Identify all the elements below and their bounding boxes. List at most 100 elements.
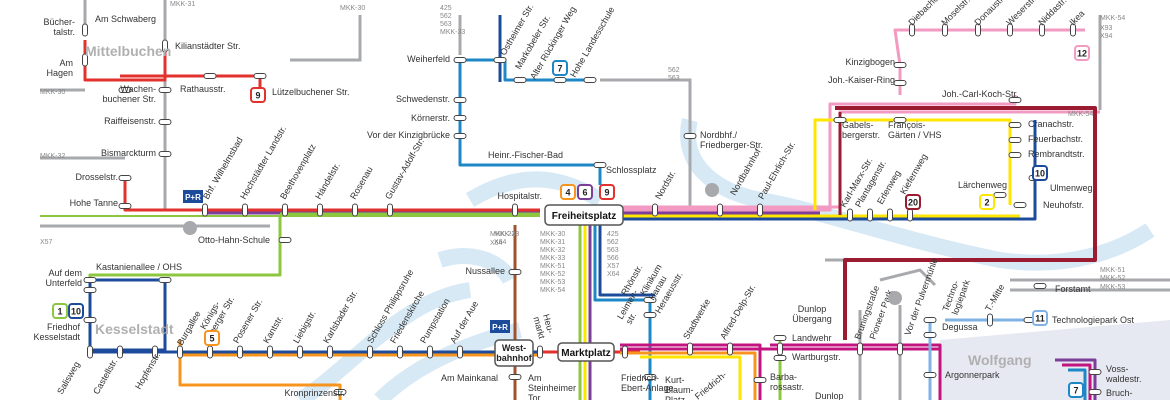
stop-marker[interactable]: [683, 133, 697, 139]
stop-marker[interactable]: [162, 39, 168, 53]
stop-marker[interactable]: [282, 203, 288, 217]
stop-marker[interactable]: [643, 374, 657, 380]
stop-marker[interactable]: [777, 342, 783, 356]
stop-marker[interactable]: [118, 175, 132, 181]
stop-marker[interactable]: [457, 345, 463, 359]
line-badge-1[interactable]: 1: [52, 303, 68, 319]
stop-marker[interactable]: [942, 23, 948, 37]
line-badge-7[interactable]: 7: [552, 60, 568, 76]
stop-marker[interactable]: [537, 345, 543, 359]
stop-marker[interactable]: [158, 151, 172, 157]
stop-marker[interactable]: [82, 53, 88, 67]
line-badge-12[interactable]: 12: [1074, 45, 1090, 61]
stop-marker[interactable]: [993, 192, 1007, 198]
stop-marker[interactable]: [857, 342, 863, 356]
line-badge-9[interactable]: 9: [250, 87, 266, 103]
stop-marker[interactable]: [427, 345, 433, 359]
stop-marker[interactable]: [893, 117, 907, 123]
stop-marker[interactable]: [897, 342, 903, 356]
stop-marker[interactable]: [1008, 122, 1022, 128]
stop-marker[interactable]: [1013, 202, 1027, 208]
stop-marker[interactable]: [493, 57, 507, 63]
stop-marker[interactable]: [242, 203, 248, 217]
stop-marker[interactable]: [317, 203, 323, 217]
stop-marker[interactable]: [923, 332, 937, 338]
stop-marker[interactable]: [887, 208, 893, 222]
hub-freiheitsplatz[interactable]: Freiheitsplatz: [544, 204, 624, 226]
stop-marker[interactable]: [907, 208, 913, 222]
stop-marker[interactable]: [833, 117, 847, 123]
stop-marker[interactable]: [1008, 137, 1022, 143]
stop-marker[interactable]: [1039, 23, 1045, 37]
stop-marker[interactable]: [202, 203, 208, 217]
stop-marker[interactable]: [1088, 369, 1102, 375]
stop-marker[interactable]: [83, 317, 97, 323]
stop-marker[interactable]: [773, 355, 787, 361]
stop-marker[interactable]: [508, 269, 522, 275]
stop-marker[interactable]: [717, 203, 723, 217]
stop-marker[interactable]: [622, 345, 628, 359]
stop-marker[interactable]: [297, 345, 303, 359]
stop-marker[interactable]: [1008, 152, 1022, 158]
stop-marker[interactable]: [757, 203, 763, 217]
stop-marker[interactable]: [118, 203, 132, 209]
stop-marker[interactable]: [83, 287, 97, 293]
line-badge-11[interactable]: 11: [1032, 310, 1048, 326]
stop-marker[interactable]: [643, 312, 657, 318]
stop-marker[interactable]: [923, 317, 937, 323]
stop-marker[interactable]: [893, 80, 907, 86]
stop-marker[interactable]: [267, 345, 273, 359]
line-badge-2[interactable]: 2: [979, 194, 995, 210]
stop-marker[interactable]: [1008, 97, 1022, 103]
stop-marker[interactable]: [352, 203, 358, 217]
stop-marker[interactable]: [152, 345, 158, 359]
stop-marker[interactable]: [652, 203, 658, 217]
stop-marker[interactable]: [1070, 23, 1076, 37]
hub-marktplatz[interactable]: Marktplatz: [557, 342, 615, 362]
stop-marker[interactable]: [1033, 283, 1047, 289]
line-badge-7[interactable]: 7: [1068, 382, 1084, 398]
stop-marker[interactable]: [237, 345, 243, 359]
stop-marker[interactable]: [508, 374, 522, 380]
stop-marker[interactable]: [453, 97, 467, 103]
stop-marker[interactable]: [333, 389, 347, 395]
line-badge-9[interactable]: 9: [599, 184, 615, 200]
stop-marker[interactable]: [583, 77, 597, 83]
stop-marker[interactable]: [367, 345, 373, 359]
line-badge-10[interactable]: 10: [68, 303, 84, 319]
stop-marker[interactable]: [867, 208, 873, 222]
stop-marker[interactable]: [177, 345, 183, 359]
stop-marker[interactable]: [593, 162, 607, 168]
stop-marker[interactable]: [158, 277, 172, 283]
stop-marker[interactable]: [513, 77, 527, 83]
stop-marker[interactable]: [923, 372, 937, 378]
stop-marker[interactable]: [158, 87, 172, 93]
stop-marker[interactable]: [117, 345, 123, 359]
stop-marker[interactable]: [687, 342, 693, 356]
stop-marker[interactable]: [453, 133, 467, 139]
line-badge-6[interactable]: 6: [577, 184, 593, 200]
stop-marker[interactable]: [453, 57, 467, 63]
stop-marker[interactable]: [453, 115, 467, 121]
line-badge-4[interactable]: 4: [560, 184, 576, 200]
line-badge-20[interactable]: 20: [905, 194, 921, 210]
stop-marker[interactable]: [82, 23, 88, 37]
stop-marker[interactable]: [909, 23, 915, 37]
stop-marker[interactable]: [753, 377, 767, 383]
stop-marker[interactable]: [387, 203, 393, 217]
stop-marker[interactable]: [893, 62, 907, 68]
stop-marker[interactable]: [847, 208, 853, 222]
stop-marker[interactable]: [207, 345, 213, 359]
stop-marker[interactable]: [327, 345, 333, 359]
line-badge-5[interactable]: 5: [204, 330, 220, 346]
stop-marker[interactable]: [987, 313, 993, 327]
stop-marker[interactable]: [118, 87, 132, 93]
stop-marker[interactable]: [1088, 389, 1102, 395]
stop-marker[interactable]: [553, 77, 567, 83]
stop-marker[interactable]: [278, 237, 292, 243]
stop-marker[interactable]: [397, 345, 403, 359]
stop-marker[interactable]: [512, 203, 518, 217]
stop-marker[interactable]: [253, 73, 267, 79]
stop-marker[interactable]: [83, 277, 97, 283]
stop-marker[interactable]: [727, 342, 733, 356]
